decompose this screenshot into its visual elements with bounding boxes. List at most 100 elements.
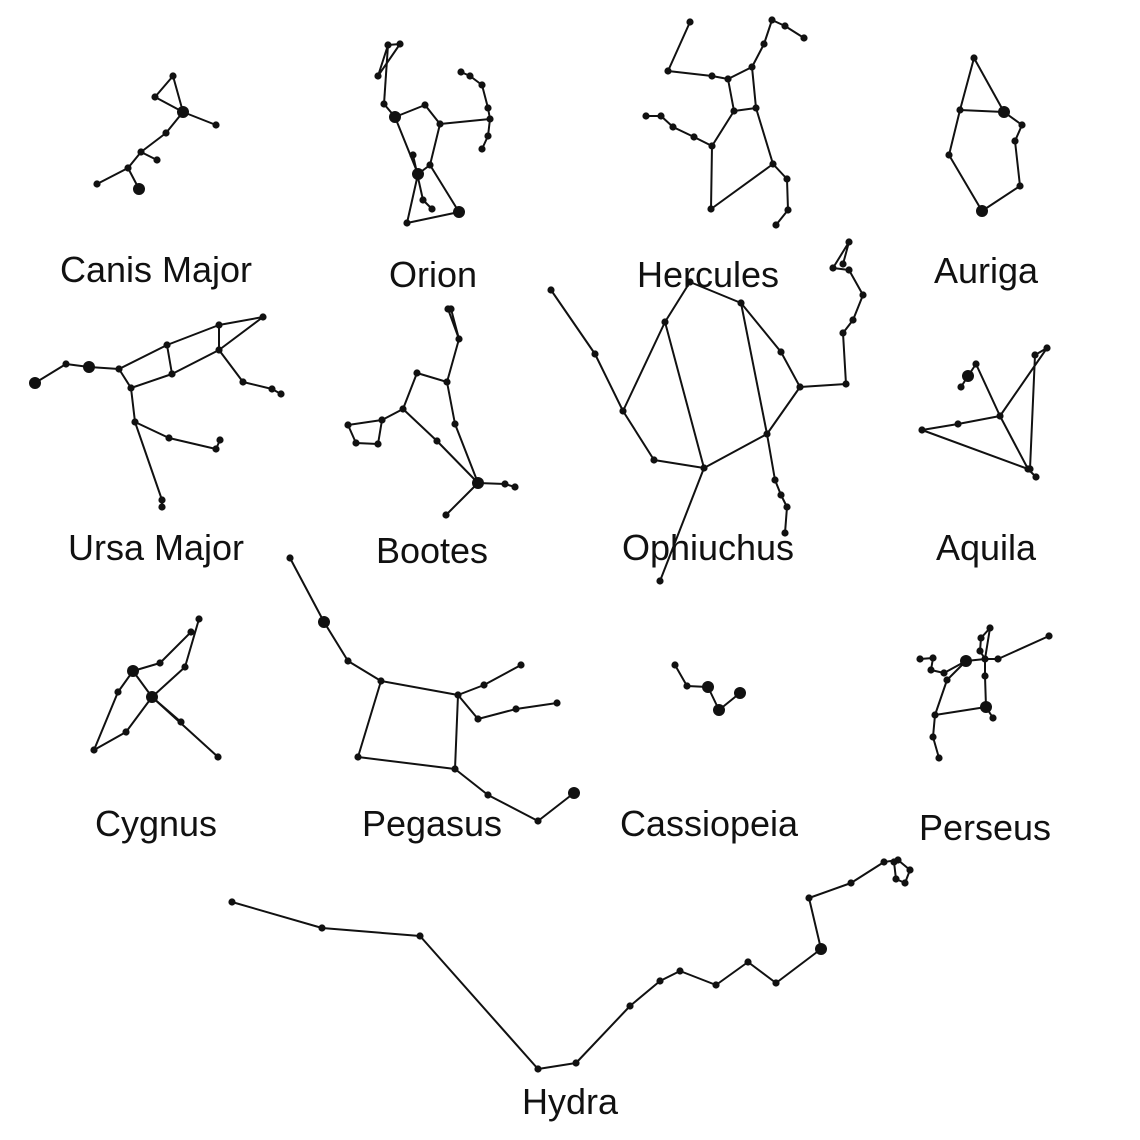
ursa-major-star xyxy=(83,361,95,373)
label-bootes: Bootes xyxy=(376,530,488,571)
hercules-star xyxy=(690,133,698,141)
bootes-star xyxy=(501,480,509,488)
hercules-star xyxy=(781,22,789,30)
canis-major-star xyxy=(212,121,220,129)
pegasus-star xyxy=(474,715,482,723)
aquila-star xyxy=(972,360,980,368)
ophiuchus-star xyxy=(700,464,708,472)
perseus-star xyxy=(940,669,948,677)
orion-star xyxy=(412,168,424,180)
ophiuchus-star xyxy=(845,238,853,246)
hydra-star xyxy=(772,979,780,987)
cygnus-star xyxy=(114,688,122,696)
label-canis-major: Canis Major xyxy=(60,249,252,290)
ophiuchus-star xyxy=(839,260,847,268)
bootes-star xyxy=(399,405,407,413)
cygnus-star xyxy=(181,663,189,671)
ursa-major-line xyxy=(218,349,282,395)
perseus-star xyxy=(994,655,1002,663)
ophiuchus-line xyxy=(766,433,788,534)
pegasus-line xyxy=(457,694,558,720)
constellation-orion xyxy=(374,40,494,227)
constellation-figures xyxy=(29,16,1053,1073)
hydra-star xyxy=(880,858,888,866)
constellation-auriga xyxy=(945,54,1026,217)
perseus-line xyxy=(934,659,987,716)
auriga-star xyxy=(945,151,953,159)
constellation-hydra xyxy=(228,856,914,1073)
cassiopeia-star xyxy=(683,682,691,690)
hercules-star xyxy=(686,18,694,26)
constellation-pegasus xyxy=(286,554,580,825)
orion-star xyxy=(436,120,444,128)
ursa-major-star xyxy=(127,384,135,392)
bootes-star xyxy=(352,439,360,447)
constellation-perseus xyxy=(916,624,1053,762)
aquila-star xyxy=(957,383,965,391)
auriga-line xyxy=(973,57,1005,113)
orion-star xyxy=(428,205,436,213)
ursa-major-star xyxy=(239,378,247,386)
aquila-line xyxy=(999,415,1029,470)
hydra-star xyxy=(572,1059,580,1067)
bootes-star xyxy=(511,483,519,491)
ophiuchus-star xyxy=(781,529,789,537)
ophiuchus-star xyxy=(829,264,837,272)
orion-star xyxy=(421,101,429,109)
bootes-line xyxy=(445,482,479,516)
hercules-star xyxy=(769,160,777,168)
pegasus-star xyxy=(553,699,561,707)
bootes-star xyxy=(451,420,459,428)
orion-star xyxy=(396,40,404,48)
hydra-star xyxy=(534,1065,542,1073)
hydra-star xyxy=(744,958,752,966)
pegasus-star xyxy=(451,765,459,773)
canis-major-star xyxy=(137,148,145,156)
ophiuchus-star xyxy=(777,491,785,499)
perseus-star xyxy=(929,654,937,662)
ophiuchus-star xyxy=(591,350,599,358)
ursa-major-star xyxy=(165,434,173,442)
label-ophiuchus: Ophiuchus xyxy=(622,527,794,568)
bootes-star xyxy=(378,416,386,424)
perseus-star xyxy=(935,754,943,762)
bootes-star xyxy=(447,305,455,313)
hydra-line xyxy=(231,859,911,1070)
canis-major-star xyxy=(162,129,170,137)
bootes-star xyxy=(433,437,441,445)
ophiuchus-star xyxy=(771,476,779,484)
auriga-star xyxy=(956,106,964,114)
auriga-star xyxy=(998,106,1010,118)
ophiuchus-line xyxy=(622,281,801,412)
cassiopeia-star xyxy=(702,681,714,693)
ophiuchus-star xyxy=(796,383,804,391)
pegasus-line xyxy=(289,557,459,770)
cygnus-star xyxy=(214,753,222,761)
ophiuchus-star xyxy=(777,348,785,356)
constellation-ursa-major xyxy=(29,313,285,511)
cygnus-star xyxy=(90,746,98,754)
hydra-star xyxy=(805,894,813,902)
ophiuchus-star xyxy=(849,316,857,324)
aquila-star xyxy=(918,426,926,434)
perseus-star xyxy=(981,672,989,680)
aquila-star xyxy=(1024,465,1032,473)
cygnus-star xyxy=(146,691,158,703)
hydra-star xyxy=(847,879,855,887)
constellation-ophiuchus xyxy=(547,238,867,585)
perseus-star xyxy=(931,711,939,719)
ursa-major-star xyxy=(215,346,223,354)
perseus-star xyxy=(989,714,997,722)
ursa-major-star xyxy=(29,377,41,389)
ursa-major-star xyxy=(259,313,267,321)
canis-major-star xyxy=(151,93,159,101)
hercules-star xyxy=(707,205,715,213)
ophiuchus-star xyxy=(783,503,791,511)
orion-star xyxy=(409,151,417,159)
canis-major-star xyxy=(124,164,132,172)
pegasus-star xyxy=(517,661,525,669)
aquila-star xyxy=(1043,344,1051,352)
cygnus-star xyxy=(156,659,164,667)
perseus-star xyxy=(986,624,994,632)
hercules-star xyxy=(748,63,756,71)
